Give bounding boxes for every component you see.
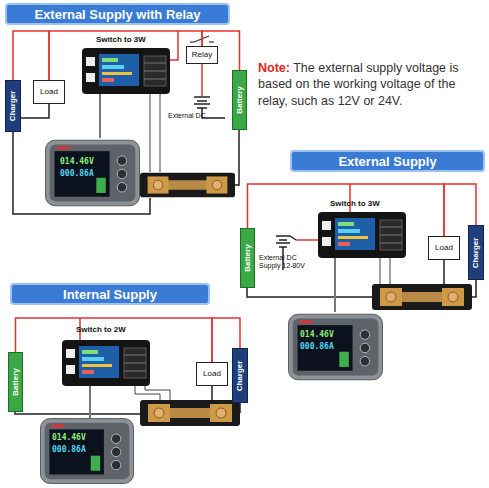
annotation-label: Switch to 3W xyxy=(96,35,146,44)
shunt xyxy=(372,284,472,310)
art-part xyxy=(170,31,178,60)
positive-wire xyxy=(13,31,49,80)
dc-source-symbol xyxy=(276,236,296,247)
section-banner: External Supply with Relay xyxy=(5,3,230,25)
charger-box: Charger xyxy=(5,80,21,132)
display-reading: 000.86A xyxy=(52,445,86,454)
node-text: Load xyxy=(435,244,453,252)
shunt xyxy=(140,400,240,426)
art-part xyxy=(235,130,239,185)
node-text: Battery xyxy=(236,86,244,114)
node-text: Battery xyxy=(244,244,252,272)
note-text: Note: xyxy=(258,61,290,75)
positive-wire xyxy=(248,184,445,236)
art-part xyxy=(201,64,203,96)
load-box: Load xyxy=(428,236,460,260)
battery-box: Battery xyxy=(8,352,23,412)
load-box: Load xyxy=(33,80,65,104)
charger-box: Charger xyxy=(468,225,484,280)
node-text: Charger xyxy=(236,360,244,391)
relay-box: Relay xyxy=(186,46,218,64)
art-part xyxy=(13,132,150,214)
art-part xyxy=(443,260,445,284)
node-text: External Supply with Relay xyxy=(34,8,200,21)
display-reading: 014.46V xyxy=(60,157,94,166)
art-part xyxy=(472,280,476,297)
art-part xyxy=(190,41,194,42)
art-part xyxy=(15,412,140,414)
measuring-module xyxy=(318,212,406,258)
battery-box: Battery xyxy=(232,70,247,130)
art-part xyxy=(135,386,160,400)
load-box: Load xyxy=(196,362,228,386)
section-banner: External Supply xyxy=(290,150,485,172)
node-text: Battery xyxy=(12,368,20,396)
annotation-label: Switch to 3W xyxy=(330,199,380,208)
display-reading: 014.46V xyxy=(300,330,334,339)
art-part xyxy=(380,258,381,284)
node-text: Charger xyxy=(472,237,480,268)
positive-wire xyxy=(16,318,213,362)
art-part xyxy=(150,94,151,172)
node-text: Charger xyxy=(9,91,17,122)
art-part xyxy=(89,386,91,418)
art-part xyxy=(276,235,290,237)
charger-box: Charger xyxy=(232,348,248,403)
art-part xyxy=(197,100,207,102)
annotation-label: External DC xyxy=(168,112,206,120)
art-part xyxy=(194,96,210,98)
art-part xyxy=(160,94,161,172)
art-part xyxy=(296,239,318,241)
art-part xyxy=(197,107,207,109)
node-text: External Supply xyxy=(338,155,436,168)
wires-bottom xyxy=(15,318,240,418)
measuring-module xyxy=(82,48,170,94)
art-part xyxy=(99,94,101,138)
coulometer-display xyxy=(40,419,133,484)
battery-box: Battery xyxy=(240,228,255,288)
node-text: Relay xyxy=(192,51,212,59)
annotation-label: Switch to 2W xyxy=(76,325,126,334)
wires-top xyxy=(13,31,239,214)
coulometer-display xyxy=(288,314,382,380)
annotation-label: External DC Supply 12-80V xyxy=(259,254,315,270)
display-reading: 000.86A xyxy=(300,342,334,351)
display-reading: 000.86A xyxy=(60,169,94,178)
art-part xyxy=(145,386,170,400)
node-text: Internal Supply xyxy=(63,288,157,301)
positive-wire xyxy=(49,31,202,80)
node-text: Load xyxy=(40,88,58,96)
art-part xyxy=(209,41,214,42)
display-reading: 014.46V xyxy=(52,433,86,442)
art-part xyxy=(239,403,241,413)
art-part xyxy=(194,103,210,105)
art-part xyxy=(211,386,213,400)
shunt xyxy=(140,173,235,198)
art-part xyxy=(290,236,296,240)
node-text: Load xyxy=(203,370,221,378)
art-part xyxy=(334,258,336,312)
note-paragraph: Note: The external supply voltage is bas… xyxy=(258,60,484,109)
art-part xyxy=(390,258,391,284)
measuring-module xyxy=(62,340,150,386)
art-part xyxy=(279,239,287,241)
dc-source-symbol xyxy=(194,97,210,108)
art-part xyxy=(279,246,287,248)
wires-middle xyxy=(247,184,476,312)
art-part xyxy=(247,288,372,297)
coulometer-display xyxy=(45,140,139,206)
art-part xyxy=(276,242,290,244)
section-banner: Internal Supply xyxy=(10,283,210,305)
